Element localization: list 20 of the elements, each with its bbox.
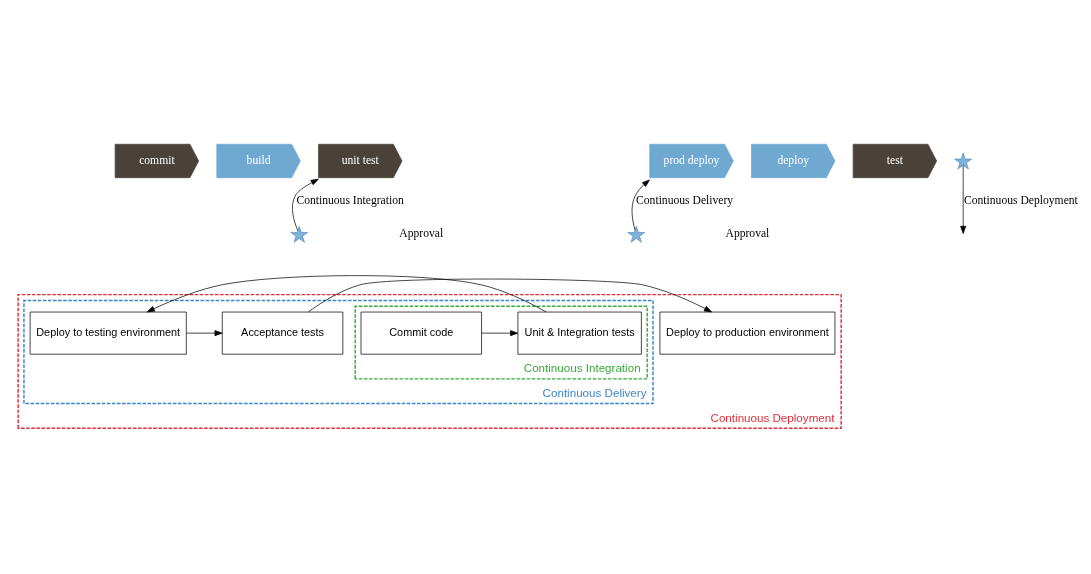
node-box: Deploy to production environment [659, 311, 836, 355]
label: Approval [725, 227, 770, 241]
node-star [954, 152, 972, 170]
arrow [292, 178, 319, 231]
node-box: Deploy to testing environment [29, 311, 187, 355]
arrow [186, 330, 223, 337]
arrow [631, 179, 650, 231]
edge-label: Continuous Deployment [964, 194, 1078, 208]
label: Approval [399, 227, 444, 241]
arrow [146, 275, 547, 313]
edge-label: Continuous Delivery [636, 194, 734, 208]
arrow [307, 278, 712, 313]
node-star [290, 226, 309, 243]
node-box: Unit & Integration tests [517, 311, 642, 355]
node-box: Commit code [360, 311, 482, 355]
node-box: Acceptance tests [221, 311, 344, 355]
node-star [627, 226, 646, 243]
arrow [960, 165, 967, 234]
arrow [481, 330, 519, 337]
edge-label: Continuous Integration [296, 194, 404, 208]
